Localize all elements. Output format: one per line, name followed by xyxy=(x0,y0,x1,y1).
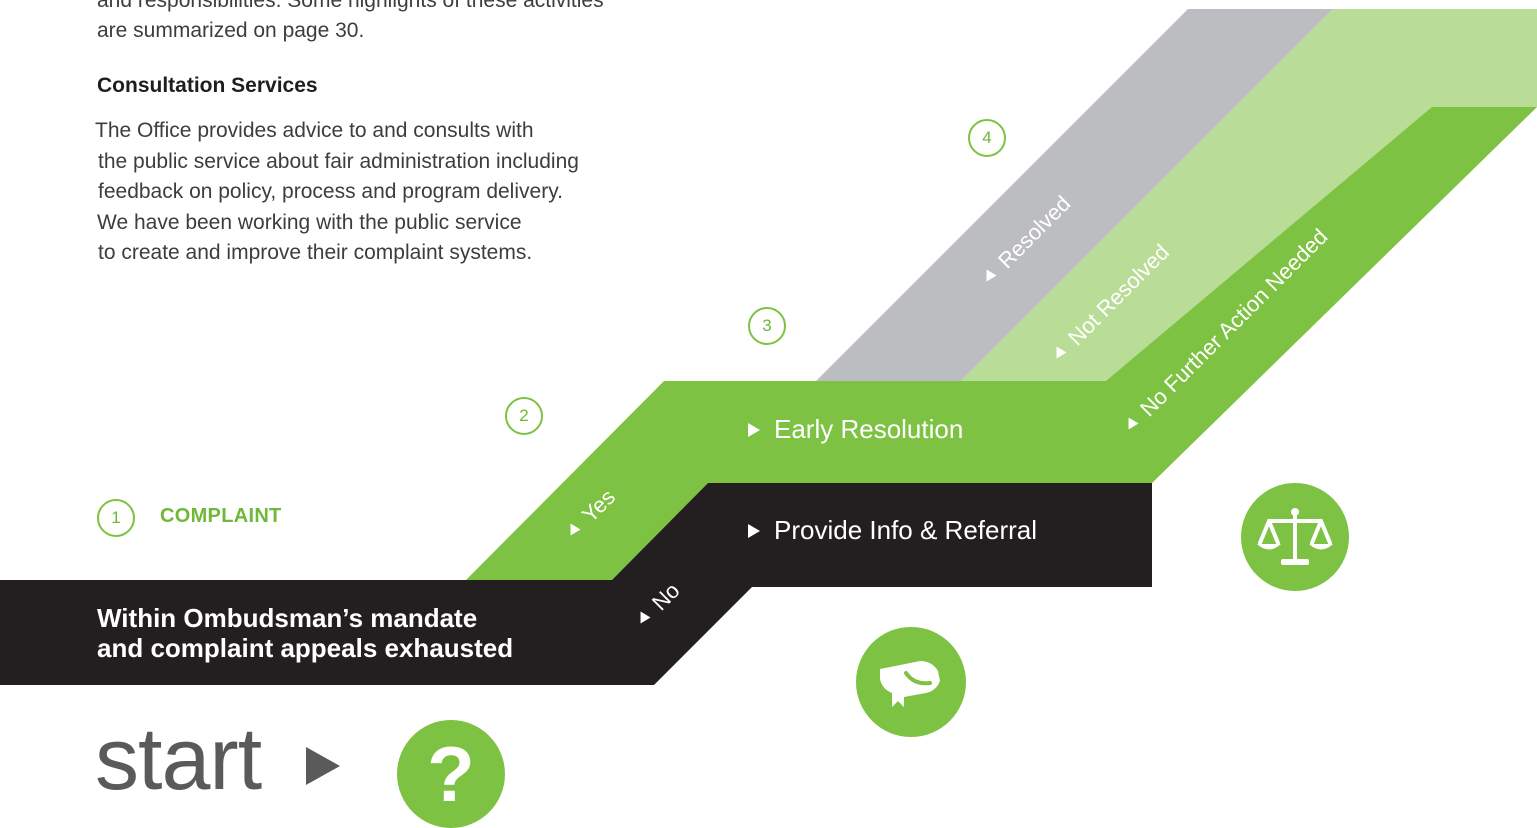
not-resolved-band xyxy=(961,9,1537,433)
graduation-cap-icon xyxy=(856,627,966,737)
intro-paragraph: and responsibilities. Some highlights of… xyxy=(97,0,677,46)
intro-line-2: are summarized on page 30. xyxy=(97,19,365,42)
provide-info-band xyxy=(0,483,1152,685)
step-number-2: 2 xyxy=(505,397,543,435)
complaint-label: COMPLAINT xyxy=(160,505,282,527)
arrow-icon xyxy=(986,269,997,282)
arrow-right-icon xyxy=(748,523,760,538)
consultation-body: The Office provides advice to and consul… xyxy=(95,116,579,269)
within-mandate-line-2: and complaint appeals exhausted xyxy=(97,633,514,663)
arrow-right-icon xyxy=(748,422,760,437)
within-mandate-line-1: Within Ombudsman’s mandate xyxy=(97,603,478,633)
start-arrow-icon xyxy=(306,747,340,785)
arrow-icon xyxy=(640,611,651,624)
consultation-line-4: We have been working with the public ser… xyxy=(97,210,522,234)
early-resolution-text: Early Resolution xyxy=(774,414,964,444)
early-resolution-band xyxy=(466,381,1120,580)
no-further-action-band xyxy=(1106,107,1537,483)
consultation-line-5: to create and improve their complaint sy… xyxy=(98,241,533,264)
question-icon: ? xyxy=(397,720,505,828)
step-number-4: 4 xyxy=(968,119,1006,157)
early-resolution-label: Early Resolution xyxy=(748,414,963,445)
arrow-icon xyxy=(1128,417,1139,430)
resolved-band xyxy=(816,9,1333,381)
consultation-heading: Consultation Services xyxy=(97,74,318,97)
step-number-3: 3 xyxy=(748,307,786,345)
consultation-line-1: The Office provides advice to and consul… xyxy=(95,119,534,142)
scales-icon xyxy=(1241,483,1349,591)
provide-info-label: Provide Info & Referral xyxy=(748,515,1037,546)
intro-line-1: and responsibilities. Some highlights of… xyxy=(97,0,604,12)
arrow-icon xyxy=(1056,346,1067,359)
provide-info-text: Provide Info & Referral xyxy=(774,515,1038,545)
consultation-line-2: the public service about fair administra… xyxy=(98,149,579,173)
start-label: start xyxy=(95,709,262,808)
arrow-icon xyxy=(570,523,581,536)
within-mandate-label: Within Ombudsman’s mandate and complaint… xyxy=(97,603,513,663)
step-number-1: 1 xyxy=(97,499,135,537)
consultation-line-3: feedback on policy, process and program … xyxy=(98,180,563,203)
